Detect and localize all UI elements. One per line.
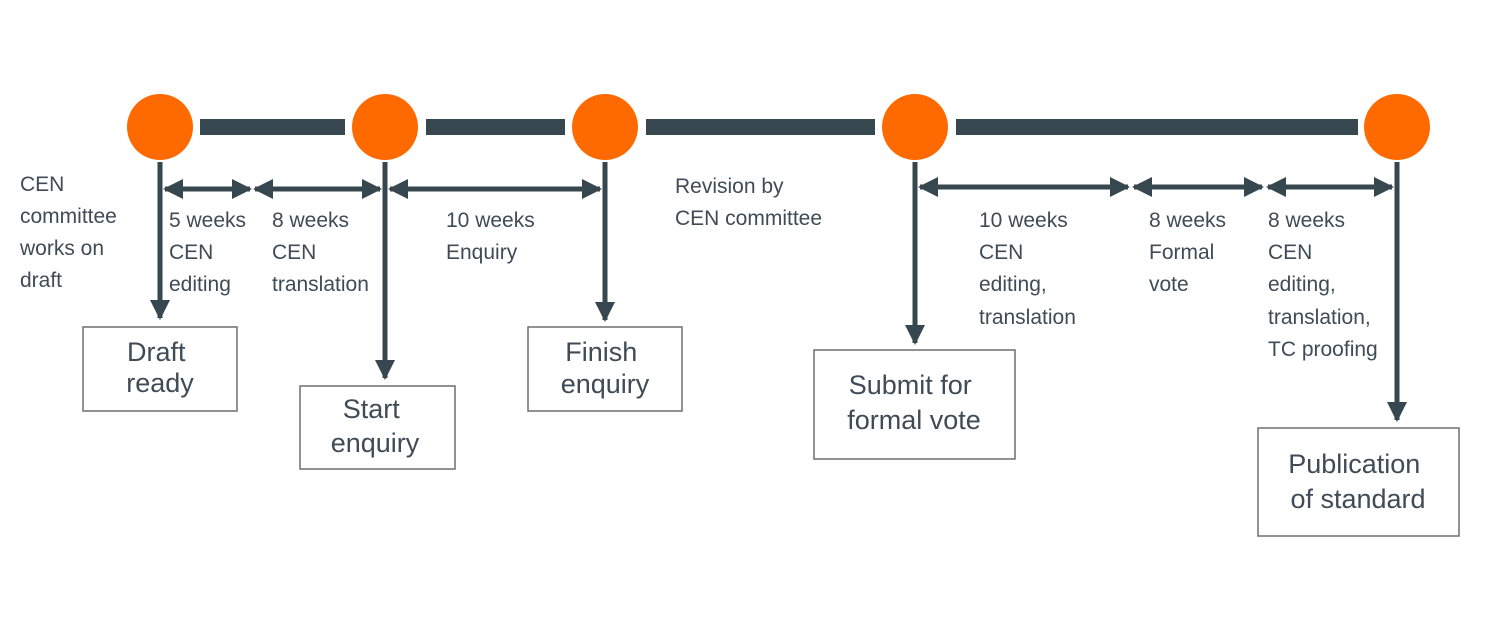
timeline-node <box>352 94 418 160</box>
committee-drafting-note: CEN committee works on draft <box>19 173 123 292</box>
duration-label: 8 weeks CEN translation <box>272 209 369 296</box>
revision-note: Revision by CEN committee <box>675 175 822 230</box>
duration-arrows <box>163 177 1394 199</box>
duration-label: 10 weeks CEN editing, translation <box>979 209 1076 329</box>
duration-label: 5 weeks CEN editing <box>169 209 252 296</box>
milestone-box <box>527 326 683 412</box>
timeline-segment <box>426 119 565 135</box>
timeline-bar <box>200 119 1358 135</box>
timeline-node <box>127 94 193 160</box>
timeline-node <box>572 94 638 160</box>
milestone-label-publication: Publication of standard <box>1288 449 1428 514</box>
timeline-segment <box>646 119 875 135</box>
milestone-label-finish-enquiry: Finish enquiry <box>561 337 650 399</box>
milestone-box <box>299 385 456 470</box>
timeline-nodes <box>127 94 1430 160</box>
timeline-node <box>882 94 948 160</box>
milestone-boxes <box>82 326 1460 537</box>
timeline-segment <box>956 119 1358 135</box>
timeline-node <box>1364 94 1430 160</box>
duration-label: 10 weeks Enquiry <box>446 209 541 264</box>
milestone-label-start-enquiry: Start enquiry <box>331 394 420 458</box>
timeline-segment <box>200 119 345 135</box>
milestone-arrows <box>150 162 1407 422</box>
milestone-label-draft-ready: Draft ready <box>126 337 194 398</box>
milestone-box <box>813 349 1016 460</box>
milestone-label-submit-formal-vote: Submit for formal vote <box>847 370 981 435</box>
duration-label: 8 weeks CEN editing, translation, TC pro… <box>1268 209 1378 361</box>
duration-label: 8 weeks Formal vote <box>1149 209 1232 296</box>
milestone-box <box>1257 427 1460 537</box>
milestone-box <box>82 326 238 412</box>
